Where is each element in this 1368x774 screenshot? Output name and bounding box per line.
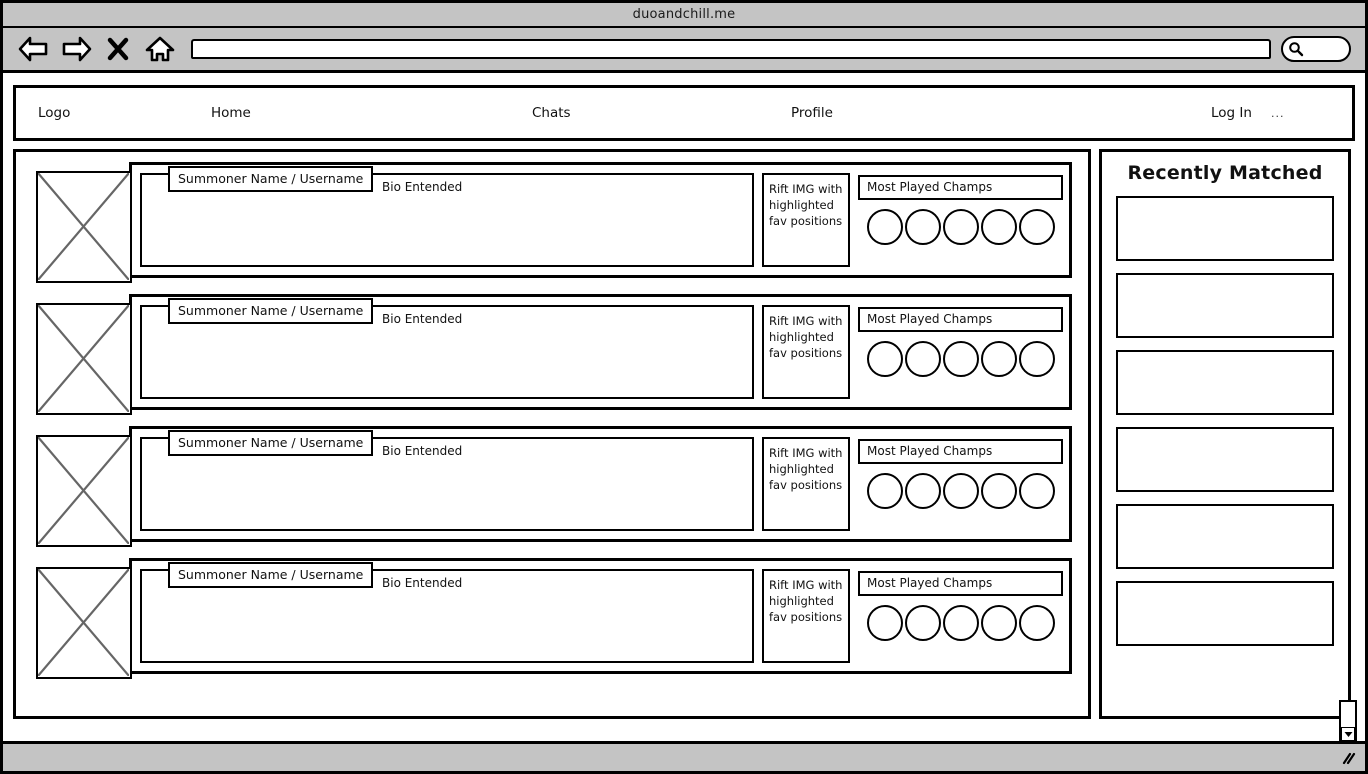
stop-icon[interactable] bbox=[101, 32, 135, 66]
recently-matched-item[interactable] bbox=[1116, 504, 1334, 569]
champion-icon[interactable] bbox=[866, 605, 903, 641]
champion-icon[interactable] bbox=[980, 341, 1017, 377]
rift-image-box: Rift IMG with highlighted fav positions bbox=[762, 173, 850, 267]
forward-icon[interactable] bbox=[59, 32, 93, 66]
champion-icon[interactable] bbox=[904, 209, 941, 245]
champion-icon[interactable] bbox=[1018, 209, 1055, 245]
home-icon[interactable] bbox=[143, 32, 177, 66]
rift-image-box: Rift IMG with highlighted fav positions bbox=[762, 437, 850, 531]
site-logo[interactable]: Logo bbox=[38, 105, 71, 121]
main-body: Summoner Name / Username Bio Entended Ri… bbox=[13, 149, 1357, 744]
resize-grip-icon[interactable] bbox=[1341, 750, 1357, 766]
champion-icon[interactable] bbox=[866, 209, 903, 245]
chevron-down-icon[interactable] bbox=[1341, 727, 1355, 741]
bio-box: Summoner Name / Username Bio Entended bbox=[140, 430, 754, 531]
profile-feed-list: Summoner Name / Username Bio Entended Ri… bbox=[24, 162, 1080, 679]
champion-icon[interactable] bbox=[866, 473, 903, 509]
bio-text: Bio Entended bbox=[382, 576, 463, 590]
summoner-name-chip[interactable]: Summoner Name / Username bbox=[168, 562, 374, 588]
most-played-champs: Most Played Champs bbox=[858, 569, 1063, 663]
champion-icon[interactable] bbox=[980, 473, 1017, 509]
champion-icon[interactable] bbox=[942, 605, 979, 641]
profile-feed: Summoner Name / Username Bio Entended Ri… bbox=[13, 149, 1091, 719]
browser-titlebar: duoandchill.me bbox=[3, 3, 1365, 28]
search-icon bbox=[1289, 42, 1304, 57]
champion-icon[interactable] bbox=[942, 341, 979, 377]
most-played-champs: Most Played Champs bbox=[858, 173, 1063, 267]
champion-icon[interactable] bbox=[866, 341, 903, 377]
champion-icon-row bbox=[866, 209, 1055, 245]
recently-matched-item[interactable] bbox=[1116, 350, 1334, 415]
bio-text: Bio Entended bbox=[382, 180, 463, 194]
champion-icon[interactable] bbox=[1018, 605, 1055, 641]
summoner-name-chip[interactable]: Summoner Name / Username bbox=[168, 166, 374, 192]
recently-matched-sidebar: Recently Matched bbox=[1099, 149, 1357, 744]
image-placeholder bbox=[36, 171, 132, 283]
image-placeholder bbox=[36, 567, 132, 679]
nav-item-home[interactable]: Home bbox=[211, 105, 251, 121]
champion-icon[interactable] bbox=[904, 473, 941, 509]
back-icon[interactable] bbox=[17, 32, 51, 66]
nav-overflow-menu[interactable]: ... bbox=[1271, 106, 1285, 120]
champion-icon[interactable] bbox=[942, 473, 979, 509]
champion-icon[interactable] bbox=[980, 605, 1017, 641]
recently-matched-item[interactable] bbox=[1116, 273, 1334, 338]
sidebar-title: Recently Matched bbox=[1127, 162, 1323, 184]
bio-box: Summoner Name / Username Bio Entended bbox=[140, 298, 754, 399]
address-bar-input[interactable] bbox=[191, 39, 1271, 59]
bio-box: Summoner Name / Username Bio Entended bbox=[140, 166, 754, 267]
rift-image-box: Rift IMG with highlighted fav positions bbox=[762, 569, 850, 663]
champion-icon[interactable] bbox=[980, 209, 1017, 245]
profile-card-content: Summoner Name / Username Bio Entended Ri… bbox=[140, 562, 1063, 663]
most-played-champs-label: Most Played Champs bbox=[858, 571, 1063, 596]
bio-text: Bio Entended bbox=[382, 312, 463, 326]
most-played-champs-label: Most Played Champs bbox=[858, 439, 1063, 464]
champion-icon-row bbox=[866, 341, 1055, 377]
image-placeholder bbox=[36, 435, 132, 547]
profile-card-content: Summoner Name / Username Bio Entended Ri… bbox=[140, 430, 1063, 531]
most-played-champs: Most Played Champs bbox=[858, 305, 1063, 399]
nav-item-profile[interactable]: Profile bbox=[791, 105, 833, 121]
recently-matched-item[interactable] bbox=[1116, 581, 1334, 646]
champion-icon[interactable] bbox=[1018, 473, 1055, 509]
recently-matched-item[interactable] bbox=[1116, 196, 1334, 261]
champion-icon-row bbox=[866, 473, 1055, 509]
champion-icon[interactable] bbox=[904, 341, 941, 377]
nav-item-chats[interactable]: Chats bbox=[532, 105, 571, 121]
profile-card-content: Summoner Name / Username Bio Entended Ri… bbox=[140, 166, 1063, 267]
rift-image-box: Rift IMG with highlighted fav positions bbox=[762, 305, 850, 399]
profile-card[interactable]: Summoner Name / Username Bio Entended Ri… bbox=[36, 294, 1072, 415]
nav-item-login[interactable]: Log In bbox=[1211, 105, 1252, 121]
page-scrollbar[interactable] bbox=[1339, 700, 1357, 744]
profile-card-content: Summoner Name / Username Bio Entended Ri… bbox=[140, 298, 1063, 399]
bio-text: Bio Entended bbox=[382, 444, 463, 458]
site-navbar: Logo Home Chats Profile Log In ... bbox=[13, 85, 1355, 141]
most-played-champs: Most Played Champs bbox=[858, 437, 1063, 531]
bio-box: Summoner Name / Username Bio Entended bbox=[140, 562, 754, 663]
champion-icon[interactable] bbox=[1018, 341, 1055, 377]
browser-search-box[interactable] bbox=[1281, 36, 1351, 62]
browser-nav-controls bbox=[11, 32, 177, 66]
recently-matched-item[interactable] bbox=[1116, 427, 1334, 492]
page-content: Logo Home Chats Profile Log In ... bbox=[3, 73, 1365, 744]
most-played-champs-label: Most Played Champs bbox=[858, 175, 1063, 200]
champion-icon-row bbox=[866, 605, 1055, 641]
summoner-name-chip[interactable]: Summoner Name / Username bbox=[168, 298, 374, 324]
most-played-champs-label: Most Played Champs bbox=[858, 307, 1063, 332]
champion-icon[interactable] bbox=[904, 605, 941, 641]
page-title: duoandchill.me bbox=[632, 7, 736, 22]
browser-statusbar bbox=[3, 741, 1365, 771]
champion-icon[interactable] bbox=[942, 209, 979, 245]
image-placeholder bbox=[36, 303, 132, 415]
recently-matched-list bbox=[1116, 196, 1334, 646]
summoner-name-chip[interactable]: Summoner Name / Username bbox=[168, 430, 374, 456]
browser-toolbar bbox=[3, 28, 1365, 73]
profile-card[interactable]: Summoner Name / Username Bio Entended Ri… bbox=[36, 162, 1072, 283]
profile-card[interactable]: Summoner Name / Username Bio Entended Ri… bbox=[36, 426, 1072, 547]
profile-card[interactable]: Summoner Name / Username Bio Entended Ri… bbox=[36, 558, 1072, 679]
